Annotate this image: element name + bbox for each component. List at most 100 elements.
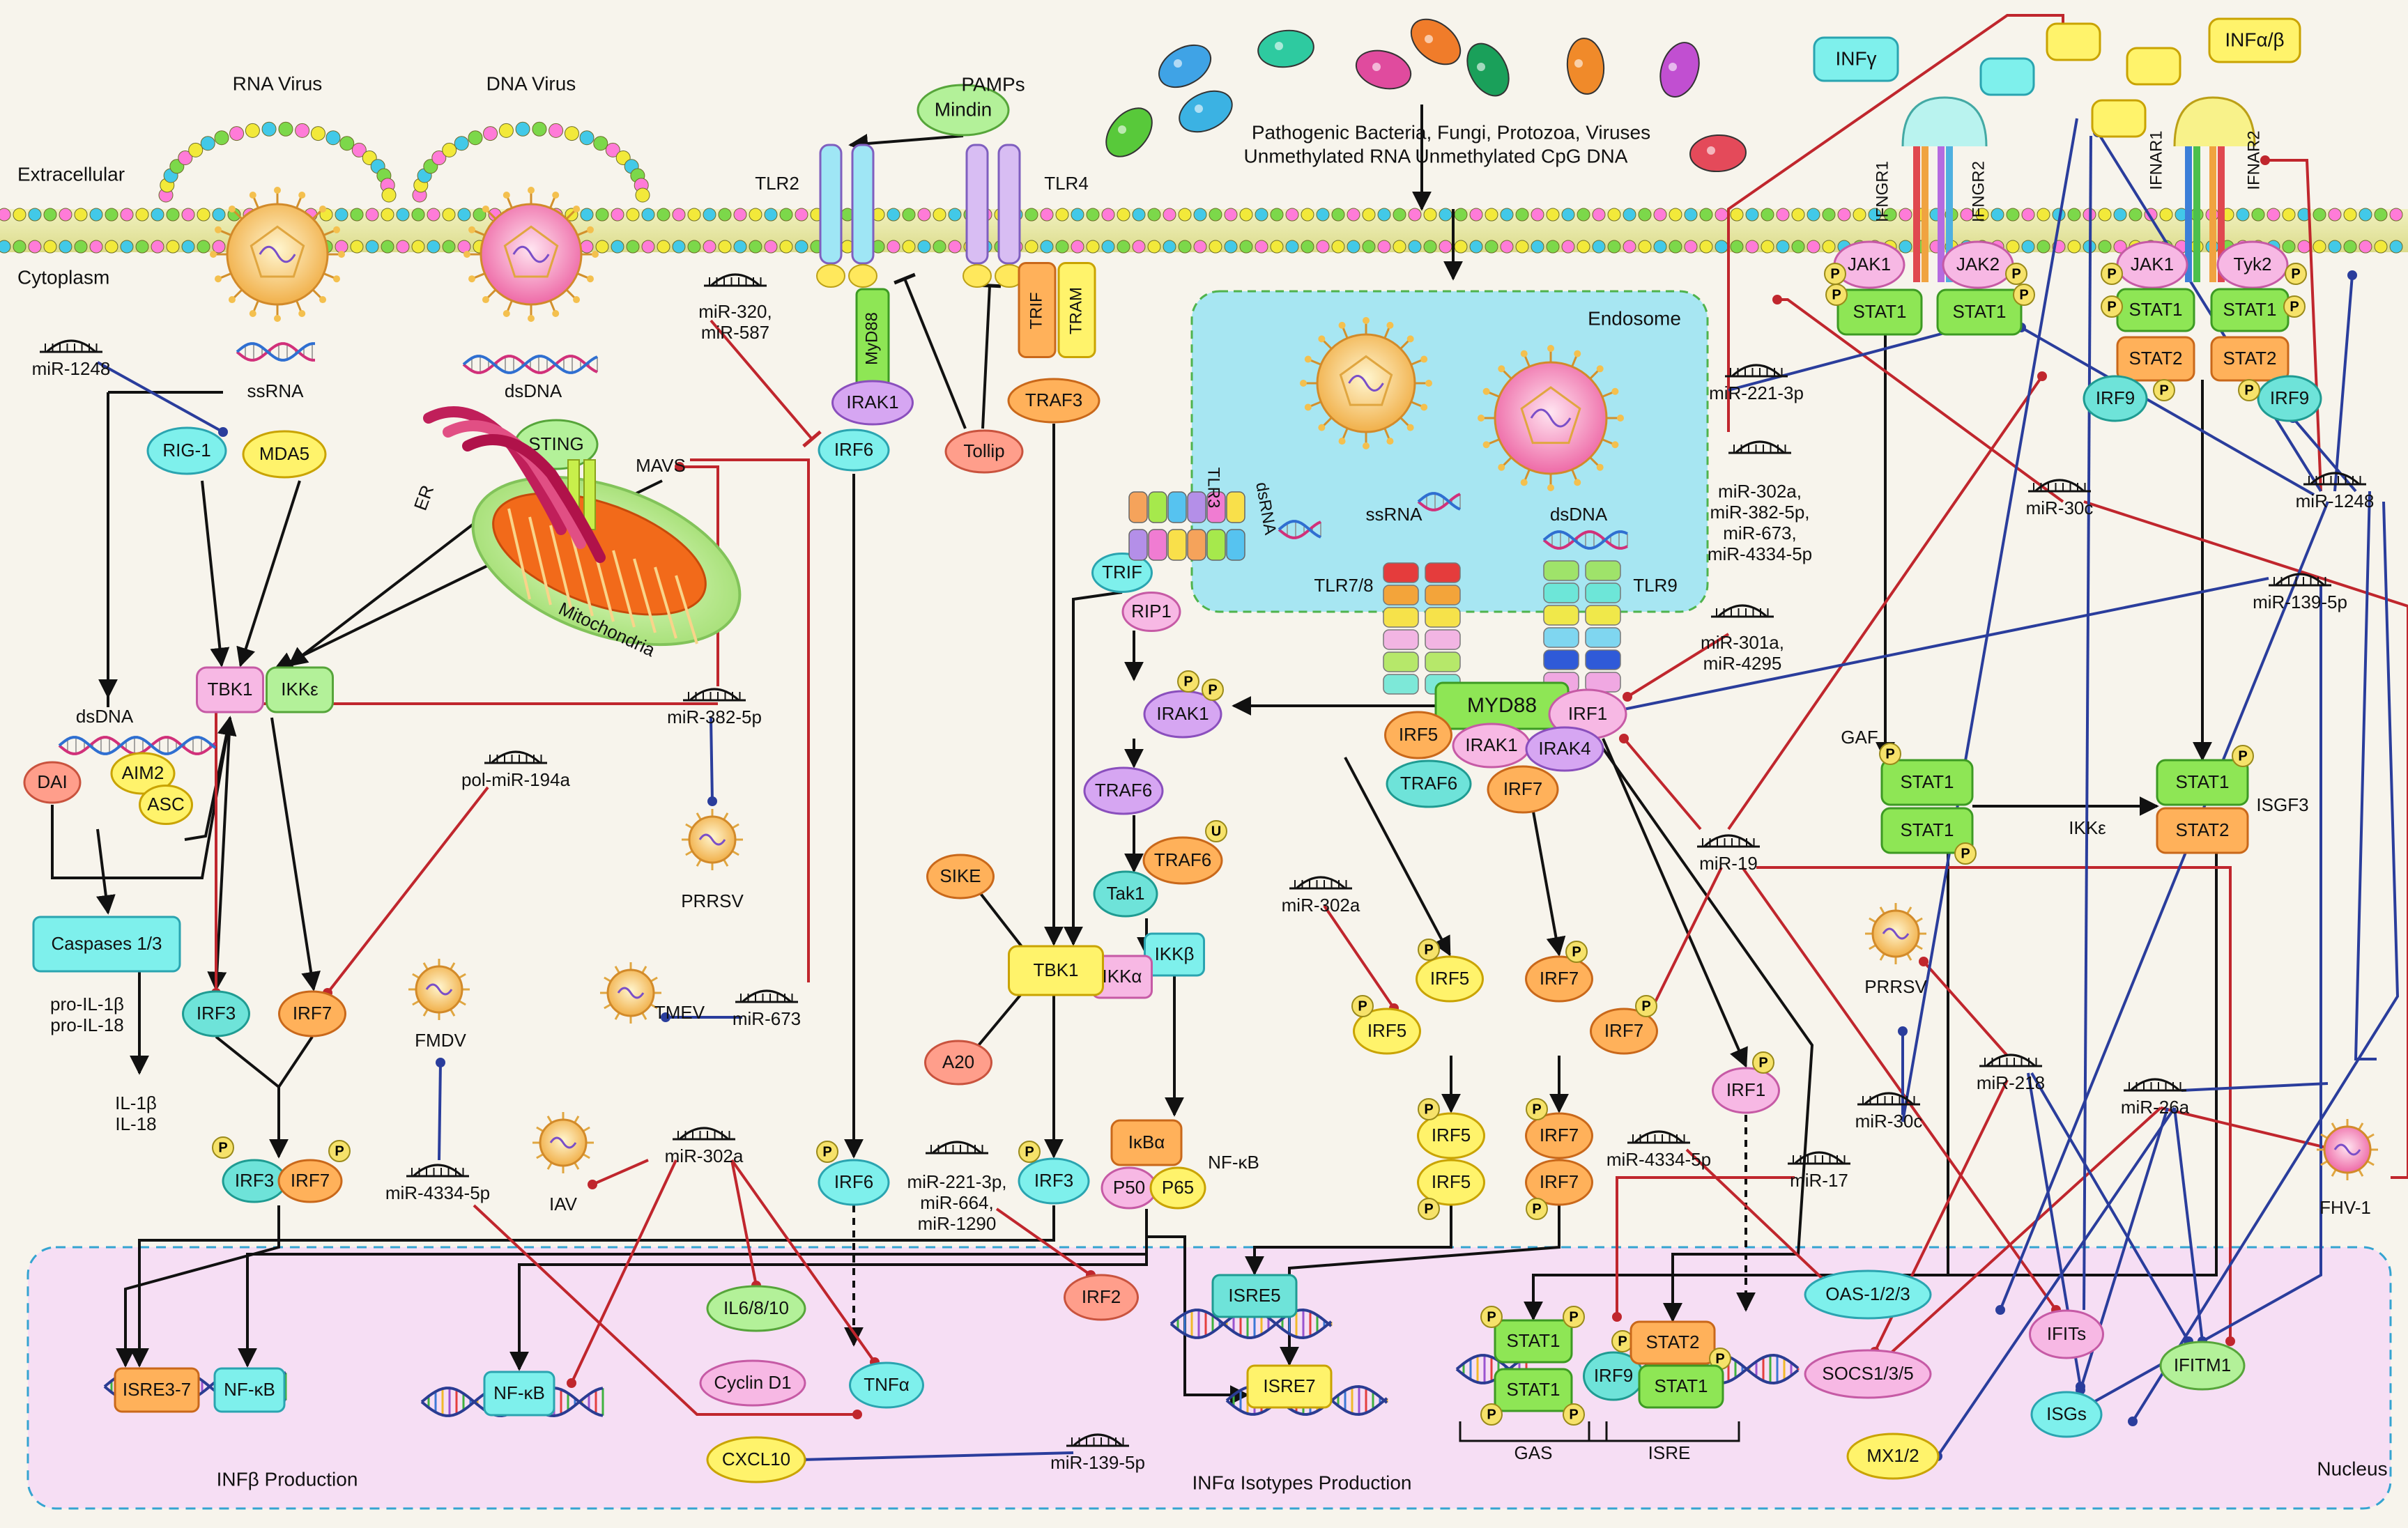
irak4-text: IRAK4 (1538, 738, 1590, 759)
ifn-gamma-text: INFγ (1835, 47, 1876, 69)
red-inhibition-line (2083, 500, 2408, 1179)
irf5-d2-text: IRF5 (1432, 1171, 1471, 1192)
fhv1-virus-icon (2317, 1119, 2378, 1180)
mirna-m302group-text: miR-302a,miR-382-5p,miR-673,miR-4334-5p (1708, 481, 1812, 564)
er-organelle (423, 406, 606, 563)
tlr9-label: TLR9 (1633, 575, 1678, 596)
gaf-label: GAF (1841, 727, 1878, 748)
phospho-badge-text: P (1758, 1055, 1767, 1070)
trif-a-text: TRIF (1027, 292, 1045, 329)
phospho-badge: P (2153, 379, 2175, 401)
dsrna-strand (1278, 520, 1321, 539)
mitochondria-organelle (471, 459, 742, 647)
stat1-b-node: STAT1 (1936, 288, 2023, 336)
tmev-label: TMEV (654, 1002, 705, 1023)
tlr9-receptor (1543, 560, 1621, 693)
phospho-badge-text: P (1183, 674, 1193, 689)
gaf-stat1b-node: STAT1 (1880, 807, 1974, 854)
phospho-badge: P (1709, 1348, 1731, 1370)
socs-node: SOCS1/3/5 (1804, 1349, 1932, 1399)
jak1-a-node: JAK1 (1833, 240, 1905, 289)
rna-virus-particle (210, 187, 345, 322)
irak4-node: IRAK4 (1525, 726, 1604, 772)
phospho-badge: P (2005, 263, 2027, 285)
mirna-m302-a-text: miR-302a (665, 1145, 744, 1166)
mirna-m30c-b: miR-30c (1855, 1092, 1922, 1132)
phospho-badge-text: P (2011, 266, 2020, 281)
rip1-text: RIP1 (1131, 601, 1172, 622)
ifitm1-node: IFITM1 (2159, 1341, 2246, 1391)
inhibition-dot (2260, 155, 2270, 165)
iav-virus-icon (532, 1112, 594, 1173)
phospho-badge: P (328, 1140, 351, 1162)
irf7-p2-node: IRF7 (1590, 1008, 1658, 1055)
phospho-badge-text: P (1830, 266, 1839, 281)
isgf3-stat1-text: STAT1 (2175, 771, 2229, 792)
irf3-b-text: IRF3 (1034, 1170, 1073, 1191)
irf7-p-node: IRF7 (277, 1159, 343, 1203)
rna-virus-label: RNA Virus (233, 72, 323, 94)
er-label: ER (410, 482, 438, 513)
fhv1-label: FHV-1 (2319, 1197, 2371, 1218)
phospho-badge-text: P (2159, 383, 2168, 398)
phospho-badge-text: P (335, 1143, 344, 1159)
activation-arrow (1245, 1205, 1452, 1276)
dsdna-cyto-strand (58, 736, 217, 755)
irf5-a-node: IRF5 (1384, 711, 1452, 759)
phospho-badge: P (1418, 1198, 1440, 1220)
p50-text: P50 (1113, 1177, 1145, 1198)
cytoplasm-label: Cytoplasm (17, 266, 109, 288)
red-inhibition-line (570, 1159, 677, 1384)
phospho-badge: P (816, 1141, 838, 1163)
tlr3-receptor (1128, 491, 1245, 561)
irak1-p-node: IRAK1 (1143, 690, 1222, 739)
blue-inhibition-line (2096, 131, 2322, 493)
isre37-node: ISRE3-7 (114, 1367, 200, 1413)
irf7-d1-text: IRF7 (1540, 1125, 1579, 1145)
mirna-m302-a: miR-302a (665, 1127, 744, 1166)
stat1-d-text: STAT1 (2223, 299, 2276, 320)
nfkb-n2-node: NF-κB (483, 1371, 555, 1417)
ifngr1-label: IFNGR1 (1873, 161, 1892, 222)
irf1-p-text: IRF1 (1726, 1079, 1765, 1100)
blue-inhibition-line (1936, 1106, 2176, 1458)
ifits-text: IFITs (2047, 1323, 2086, 1344)
isgf3-stat1-node: STAT1 (2156, 759, 2249, 806)
endosome-ssrna-strand (1417, 492, 1461, 511)
ssrna-strand (236, 342, 316, 362)
red-inhibition-line (592, 1159, 649, 1186)
irf3-a-node: IRF3 (182, 990, 250, 1037)
irf5-d1-text: IRF5 (1432, 1125, 1471, 1145)
phospho-badge-text: P (1572, 944, 1581, 959)
isre-stat1-text: STAT1 (1654, 1375, 1708, 1396)
phospho-badge: P (2283, 295, 2306, 318)
irf5-a-text: IRF5 (1399, 724, 1438, 745)
gas-bracket (1459, 1421, 1608, 1442)
traf6-u-text: TRAF6 (1154, 849, 1211, 870)
mirna-m139-a-text: miR-139-5p (1050, 1452, 1145, 1473)
ifn-ligand-block (2126, 47, 2181, 86)
stat2-b-text: STAT2 (2223, 348, 2276, 369)
irak1-b-node: IRAK1 (1452, 723, 1531, 769)
inhibition-dot (1898, 1026, 1908, 1036)
blue-inhibition-line (2173, 1107, 2204, 1342)
traf6-a-node: TRAF6 (1083, 766, 1164, 815)
ifn-ligand-block (1979, 57, 2035, 96)
mirna-m302-b: miR-302a (1282, 876, 1360, 916)
irf5-p1-text: IRF5 (1430, 968, 1469, 989)
red-inhibition-line (1685, 1148, 1827, 1283)
mindin-node: Mindin (917, 84, 1010, 137)
cxcl10-text: CXCL10 (722, 1449, 790, 1469)
irak1-a-text: IRAK1 (846, 392, 898, 412)
tlr4-receptor (963, 144, 1024, 288)
mirna-m19-text: miR-19 (1699, 853, 1758, 874)
red-inhibition-line (1626, 633, 1730, 698)
ifnar1-label: IFNAR1 (2147, 130, 2165, 190)
tbk1-b-text: TBK1 (1033, 959, 1078, 980)
fmdv-label: FMDV (415, 1030, 466, 1051)
activation-arrow (215, 1035, 314, 1089)
ifnar-ligand-cup (2173, 96, 2256, 147)
plasma-membrane (0, 208, 2408, 254)
activation-arrow (184, 717, 231, 841)
